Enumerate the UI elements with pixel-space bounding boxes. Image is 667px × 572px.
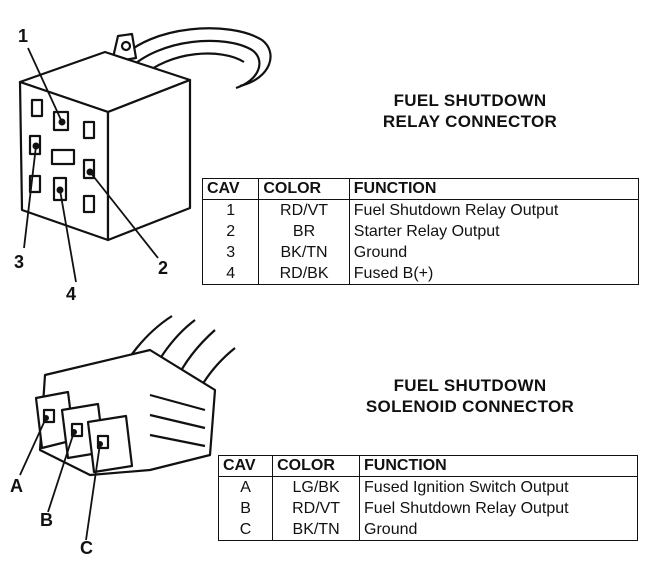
relay-cavity (82, 194, 96, 214)
relay-cavity (30, 98, 44, 118)
color-cell: RD/VT (272, 498, 361, 519)
function-cell: Ground (359, 519, 638, 541)
cav-cell: A (217, 476, 274, 498)
column-header-function: FUNCTION (359, 455, 638, 477)
callout-2: 2 (158, 258, 169, 278)
solenoid-housing-ribs (149, 393, 206, 448)
relay-housing-side (106, 78, 192, 242)
color-cell: BK/TN (258, 242, 350, 263)
relay-latch-hole (120, 40, 132, 52)
leader-3 (23, 145, 37, 249)
relay-cavity (50, 148, 76, 166)
function-cell: Fused B(+) (348, 263, 640, 285)
callout-1: 1 (18, 26, 29, 46)
table-row: 2 BR Starter Relay Output (201, 221, 640, 242)
table-row: 3 BK/TN Ground (201, 242, 640, 263)
column-header-color: COLOR (258, 178, 350, 200)
relay-pinout-table: CAV COLOR FUNCTION 1 RD/VT Fuel Shutdown… (201, 178, 640, 285)
table-row: 4 RD/BK Fused B(+) (201, 263, 640, 285)
solenoid-connector-title: FUEL SHUTDOWN SOLENOID CONNECTOR (365, 376, 575, 416)
relay-wire (127, 39, 261, 90)
column-header-cav: CAV (201, 178, 260, 200)
relay-cavity (28, 174, 42, 194)
color-cell: RD/VT (258, 199, 350, 221)
table-row: 1 RD/VT Fuel Shutdown Relay Output (201, 199, 640, 221)
cav-cell: 3 (201, 242, 260, 263)
table-row: C BK/TN Ground (217, 519, 638, 541)
column-header-function: FUNCTION (348, 178, 640, 200)
cav-cell: 4 (201, 263, 260, 285)
relay-wire (119, 27, 272, 88)
function-cell: Starter Relay Output (348, 221, 640, 242)
relay-connector-title: FUEL SHUTDOWN RELAY CONNECTOR (382, 91, 558, 131)
cav-cell: B (217, 498, 274, 519)
cav-cell: 2 (201, 221, 260, 242)
table-row: A LG/BK Fused Ignition Switch Output (217, 476, 638, 498)
function-cell: Fuel Shutdown Relay Output (359, 498, 638, 519)
function-cell: Fuel Shutdown Relay Output (348, 199, 640, 221)
column-header-cav: CAV (217, 455, 274, 477)
cav-cell: 1 (201, 199, 260, 221)
callout-a: A (10, 476, 23, 496)
callout-4: 4 (66, 284, 77, 304)
leader-a (19, 417, 47, 476)
color-cell: LG/BK (272, 476, 361, 498)
leader-b (47, 431, 75, 513)
table-row: B RD/VT Fuel Shutdown Relay Output (217, 498, 638, 519)
leader-c (85, 443, 101, 541)
relay-cavity (82, 120, 96, 140)
callout-c: C (80, 538, 93, 558)
color-cell: BK/TN (272, 519, 361, 541)
color-cell: RD/BK (258, 263, 350, 285)
callout-3: 3 (14, 252, 25, 272)
cav-cell: C (217, 519, 274, 541)
function-cell: Fused Ignition Switch Output (359, 476, 638, 498)
leader-4 (59, 189, 77, 283)
column-header-color: COLOR (272, 455, 361, 477)
callout-b: B (40, 510, 53, 530)
solenoid-pinout-table: CAV COLOR FUNCTION A LG/BK Fused Ignitio… (217, 455, 638, 541)
leader-1 (27, 47, 63, 123)
function-cell: Ground (348, 242, 640, 263)
color-cell: BR (258, 221, 350, 242)
leader-2 (89, 171, 159, 259)
solenoid-plug (86, 414, 134, 474)
